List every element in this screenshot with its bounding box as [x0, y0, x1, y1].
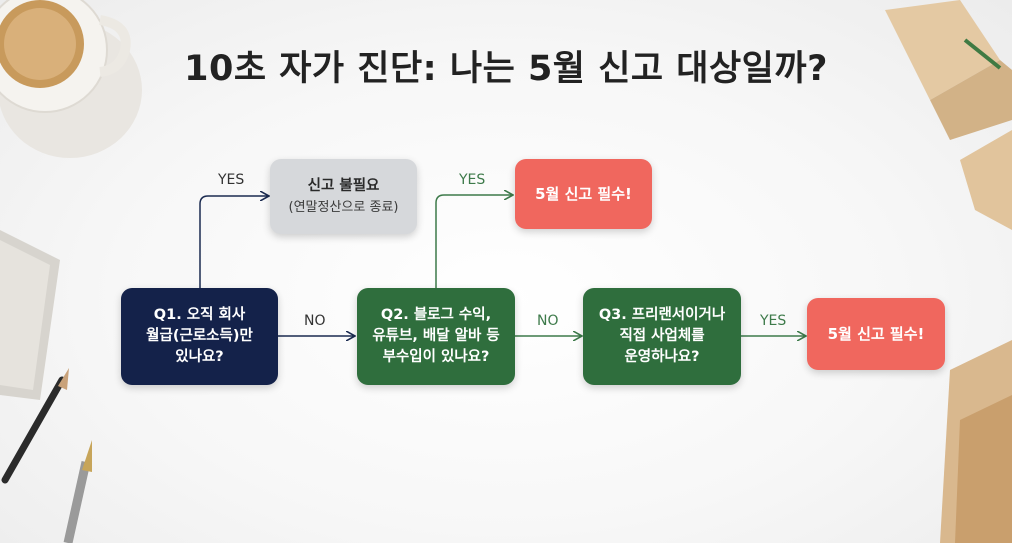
- notebook-icon: [0, 230, 60, 400]
- q2-yes-label: YES: [459, 172, 486, 188]
- node-q3-line-2: 직접 사업체를: [619, 328, 705, 344]
- page-title: 10초 자가 진단: 나는 5월 신고 대상일까?: [184, 49, 828, 89]
- node-q1-line-3: 있나요?: [175, 349, 224, 365]
- node-q2-line-1: Q2. 블로그 수익,: [380, 307, 492, 323]
- envelope-icon: [940, 340, 1012, 543]
- wooden-blocks-icon: [885, 0, 1012, 230]
- q1-no-label: NO: [304, 313, 326, 329]
- node-no-report-subtitle: (연말정산으로 종료): [288, 199, 399, 215]
- node-report-required-top: 5월 신고 필수!: [515, 159, 652, 229]
- node-report-required-right-label: 5월 신고 필수!: [827, 324, 925, 343]
- node-q1: Q1. 오직 회사 월급(근로소득)만 있나요?: [121, 288, 278, 385]
- pen-icon: [63, 440, 92, 543]
- node-q1-line-1: Q1. 오직 회사: [153, 307, 246, 323]
- node-no-report: 신고 불필요 (연말정산으로 종료): [270, 159, 417, 234]
- node-q3: Q3. 프리랜서이거나 직접 사업체를 운영하나요?: [583, 288, 741, 385]
- edge-q1-yes: [199, 196, 268, 288]
- node-no-report-title: 신고 불필요: [307, 177, 380, 194]
- node-q2: Q2. 블로그 수익, 유튜브, 배달 알바 등 부수입이 있나요?: [357, 288, 515, 385]
- node-q3-line-1: Q3. 프리랜서이거나: [598, 307, 726, 323]
- pencil-icon: [1, 368, 69, 484]
- node-report-required-top-label: 5월 신고 필수!: [535, 184, 632, 203]
- coffee-cup-icon: [0, 0, 142, 158]
- node-q2-line-2: 유튜브, 배달 알바 등: [372, 328, 500, 344]
- node-q3-line-3: 운영하나요?: [624, 349, 700, 365]
- q3-yes-label: YES: [760, 313, 787, 329]
- node-q2-line-3: 부수입이 있나요?: [382, 349, 490, 365]
- edge-q2-yes: [435, 195, 512, 288]
- q1-yes-label: YES: [218, 172, 245, 188]
- node-q1-line-2: 월급(근로소득)만: [146, 328, 253, 344]
- node-report-required-right: 5월 신고 필수!: [807, 298, 945, 370]
- q2-no-label: NO: [537, 313, 559, 329]
